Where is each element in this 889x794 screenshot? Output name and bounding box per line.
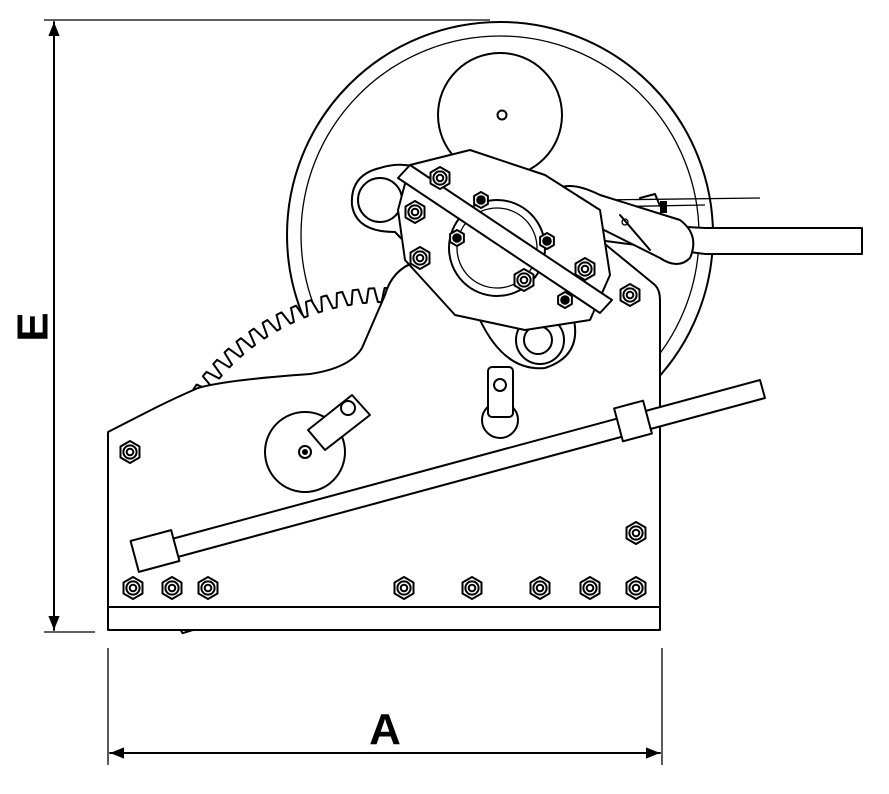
bolt-washer xyxy=(532,580,548,596)
bolt-washer xyxy=(396,580,412,596)
bolt-washer xyxy=(432,170,448,186)
bolt-washer xyxy=(628,525,644,541)
lower-cam xyxy=(264,394,371,493)
bolt-washer xyxy=(164,580,180,596)
dimension-label-e: E xyxy=(9,312,58,341)
dimension-label-a: A xyxy=(369,705,401,754)
bolt-washer xyxy=(577,261,593,277)
bolt-hole xyxy=(203,583,213,593)
bolt-group xyxy=(119,166,647,600)
bolt-hole xyxy=(410,207,420,217)
bolt-washer xyxy=(125,580,141,596)
bolt-hole xyxy=(128,583,138,593)
bolt-washer xyxy=(622,287,638,303)
bolt-washer xyxy=(122,444,138,460)
bolt-hole xyxy=(625,290,635,300)
dimension-height: E xyxy=(9,19,490,633)
bolt-hole xyxy=(467,583,477,593)
bolt-hole xyxy=(631,583,641,593)
bolt-washer xyxy=(452,233,462,243)
bolt-hole xyxy=(631,528,641,538)
bolt-hole xyxy=(415,253,425,263)
dimension-width: A xyxy=(107,648,663,765)
bolt-washer xyxy=(464,580,480,596)
bolt-hole xyxy=(435,173,445,183)
bolt-washer xyxy=(628,580,644,596)
bolt-washer xyxy=(412,250,428,266)
bolt-hole xyxy=(519,275,529,285)
bolt-washer xyxy=(200,580,216,596)
bolt-washer xyxy=(582,580,598,596)
bolt-hole xyxy=(125,447,135,457)
bolt-washer xyxy=(476,195,486,205)
brake-rod xyxy=(129,379,766,573)
bearing-block xyxy=(397,149,613,331)
bolt-hole xyxy=(580,264,590,274)
bolt-hole xyxy=(585,583,595,593)
bolt-hole xyxy=(399,583,409,593)
bolt-hole xyxy=(167,583,177,593)
bolt-washer xyxy=(407,204,423,220)
bolt-washer xyxy=(516,272,532,288)
bolt-washer xyxy=(560,295,570,305)
bolt-washer xyxy=(542,236,552,246)
center-pivot xyxy=(481,366,519,439)
bolt-hole xyxy=(535,583,545,593)
